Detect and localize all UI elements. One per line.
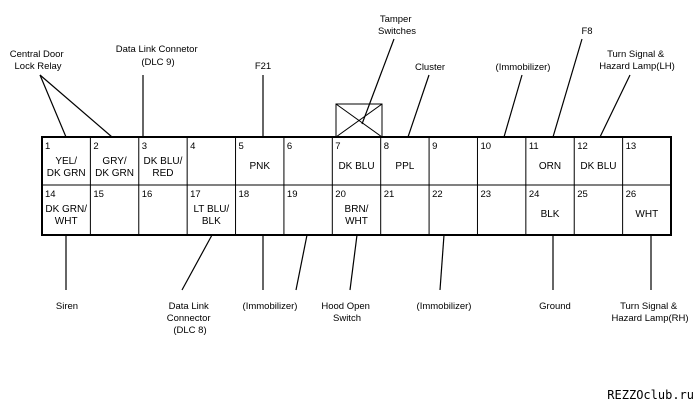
pin-cell: 14 DK GRN/WHT [45,189,87,227]
pin-number: 18 [239,189,250,200]
pin-cell: 25 [577,189,588,200]
pin-number: 11 [529,141,539,152]
leader-lines [39,38,652,291]
pin-wire-color: RED [152,168,173,179]
pin-wire-color: BRN/ [345,204,369,215]
pin-wire-color: DK GRN [95,168,134,179]
pin-number: 14 [45,189,56,200]
pin-number: 23 [480,189,491,200]
pin-number: 16 [142,189,153,200]
label-immobilizer-22: (Immobilizer) [417,301,472,312]
pin-wire-color: DK BLU [338,161,374,172]
pin-number: 3 [142,141,147,152]
pin-cell: 23 [480,189,491,200]
pin-wire-color: DK BLU/ [144,156,183,167]
pin-wire-color: WHT [55,216,78,227]
pin-wire-color: LT BLU/ [193,204,229,215]
pin-number: 12 [577,141,588,152]
pin-number: 9 [432,141,437,152]
label-immobilizer-top: (Immobilizer) [496,62,551,73]
pin-number: 15 [93,189,104,200]
pin-number: 6 [287,141,292,152]
pin-number: 2 [93,141,98,152]
pin-wire-color: DK BLU [580,161,616,172]
pin-wire-color: GRY/ [102,156,126,167]
label-siren: Siren [56,301,78,312]
label-tamper-switches: Tamper Switches [378,14,416,37]
pin-number: 26 [626,189,637,200]
pin-cell: 15 [93,189,104,200]
pin-cell: 6 [287,141,292,152]
pin-cell: 16 [142,189,153,200]
pin-cell: 17 LT BLU/BLK [190,189,229,227]
pin-cell: 22 [432,189,443,200]
label-hood-open-switch: Hood Open Switch [321,301,372,324]
pin-number: 25 [577,189,588,200]
pin-wire-color: YEL/ [55,156,77,167]
label-data-link-connector-dlc8: Data Link Connector (DLC 8) [167,301,213,336]
pin-cell: 18 [239,189,250,200]
pin-wire-color: BLK [202,216,221,227]
pin-wire-color: WHT [635,209,658,220]
label-cluster: Cluster [415,62,445,73]
label-data-link-connector-dlc9: Data Link Connetor (DLC 9) [116,44,201,68]
pin-wire-color: PPL [395,161,414,172]
pin-cell: 19 [287,189,298,200]
pin-number: 10 [480,141,491,152]
pin-number: 8 [384,141,389,152]
label-turn-signal-rh: Turn Signal & Hazard Lamp(RH) [611,301,688,324]
label-turn-signal-lh: Turn Signal & Hazard Lamp(LH) [599,49,675,72]
pin-wire-color: WHT [345,216,368,227]
pin-cell: 10 [480,141,491,152]
pin-cell: 7 DK BLU [335,141,374,172]
pin-number: 5 [239,141,244,152]
pin-number: 21 [384,189,395,200]
pin-number: 4 [190,141,195,152]
label-immobilizer-18: (Immobilizer) [243,301,298,312]
label-ground: Ground [539,301,571,312]
pin-cell: 9 [432,141,437,152]
pin-cell: 4 [190,141,195,152]
pin-number: 17 [190,189,201,200]
pin-number: 1 [45,141,50,152]
pin-cell: 12 DK BLU [577,141,616,172]
pin-cell: 21 [384,189,395,200]
pin-number: 7 [335,141,340,152]
pin-cell: 13 [626,141,637,152]
pin-wire-color: PNK [249,161,270,172]
pin-wire-color: BLK [541,209,560,220]
pin-wire-color: DK GRN [47,168,86,179]
top-labels: Central Door Lock Relay Data Link Connet… [10,14,675,73]
label-f8: F8 [581,26,592,37]
pin-wire-color: DK GRN/ [45,204,87,215]
bottom-labels: Siren Data Link Connector (DLC 8) (Immob… [56,301,689,336]
pin-number: 19 [287,189,298,200]
tamper-switch-symbol [335,103,383,138]
pin-wire-color: ORN [539,161,561,172]
watermark: REZZOclub.ru [607,388,694,402]
pin-number: 24 [529,189,540,200]
label-f21: F21 [255,61,271,72]
pin-number: 13 [626,141,637,152]
pin-number: 20 [335,189,346,200]
pin-number: 22 [432,189,443,200]
label-central-door-lock-relay: Central Door Lock Relay [10,49,67,72]
pin-cell: 3 DK BLU/RED [142,141,183,179]
